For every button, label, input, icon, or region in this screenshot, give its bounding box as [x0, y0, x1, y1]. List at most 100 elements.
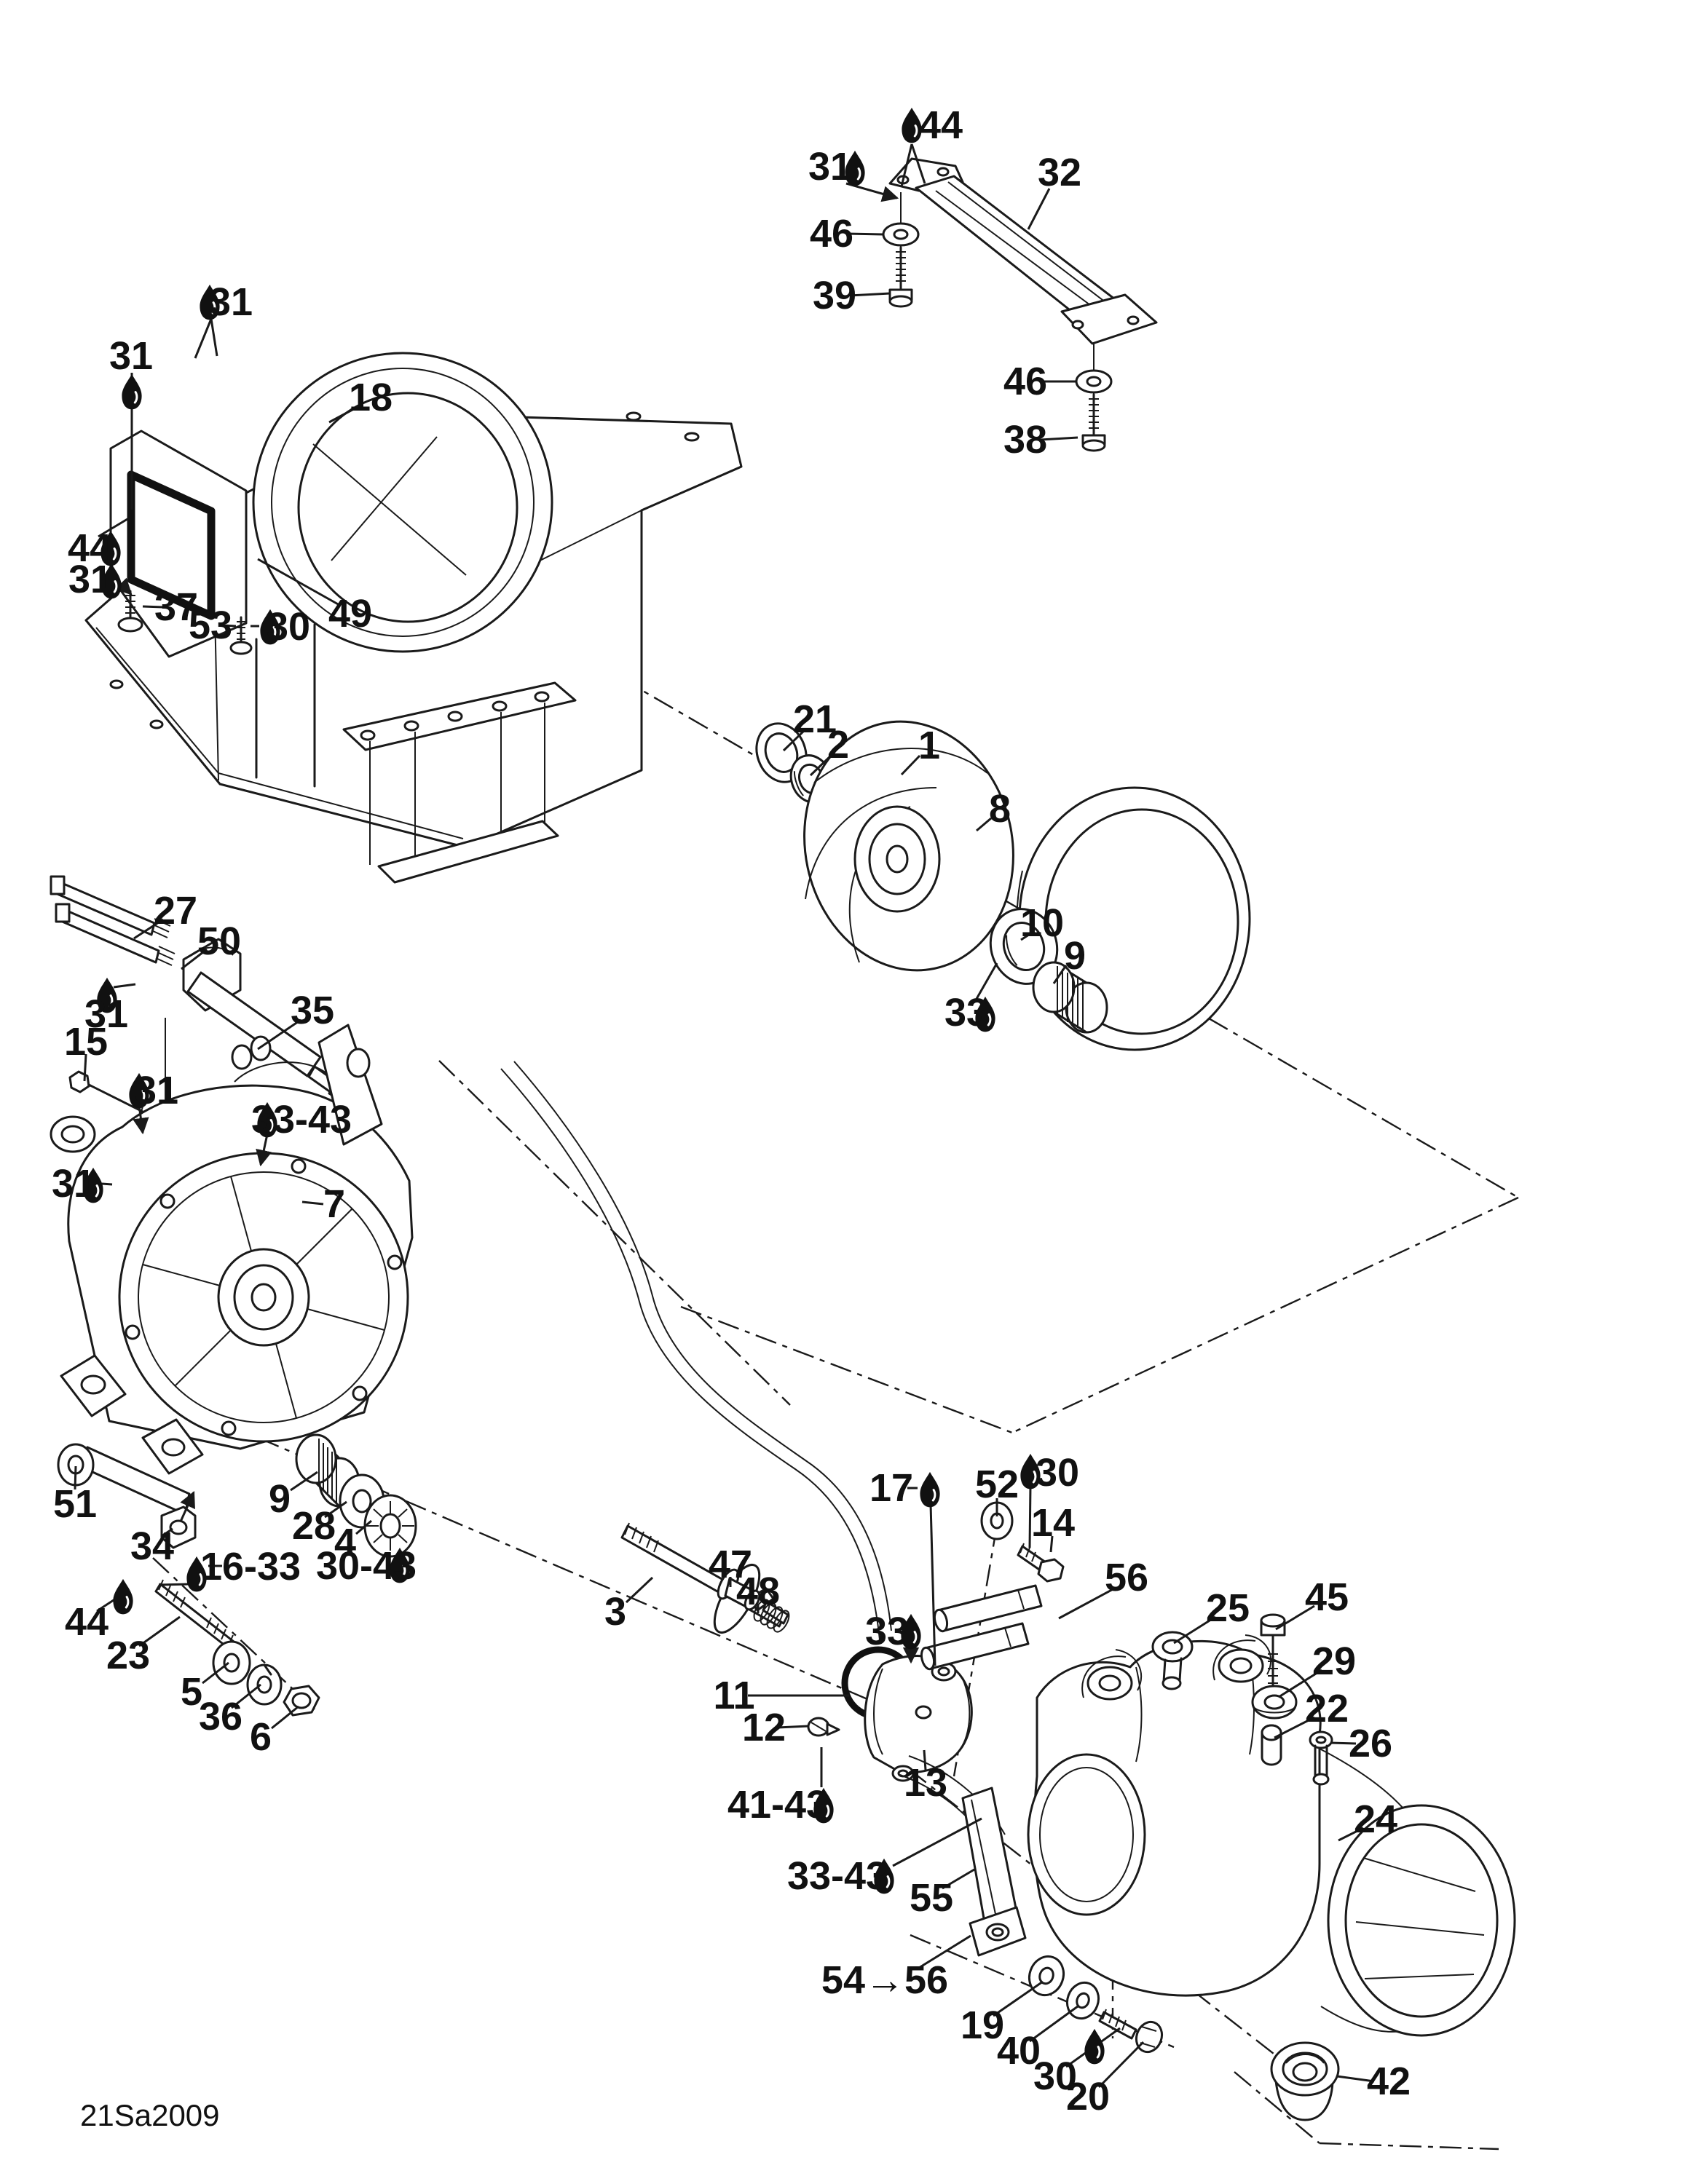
part-label-23: 23	[106, 1634, 150, 1677]
part-label-44: 44	[65, 1600, 109, 1644]
nut-6	[283, 1685, 320, 1717]
leader-line	[1173, 1615, 1216, 1645]
washer-46-lower	[1075, 369, 1113, 394]
leader-line	[782, 728, 807, 752]
leader-line	[223, 624, 237, 628]
leader-line	[301, 1200, 324, 1206]
leader-line	[918, 1934, 971, 1969]
leader-line	[1338, 1827, 1364, 1842]
part-label-46: 46	[810, 212, 853, 256]
part-label-39: 39	[813, 274, 856, 317]
part-label-8: 8	[989, 787, 1011, 831]
part-label-22: 22	[1305, 1687, 1349, 1730]
leader-line	[892, 1817, 982, 1867]
part-label-3: 3	[604, 1590, 626, 1634]
part-label-38: 38	[1003, 418, 1047, 462]
lock-washer-36	[246, 1663, 283, 1706]
part-label-5: 5	[181, 1670, 202, 1714]
leader-line	[194, 318, 213, 359]
cap-26	[1309, 1730, 1333, 1786]
part-label-56: 56	[1105, 1556, 1148, 1599]
steering-cable-curve	[500, 1061, 892, 1640]
coupler-47	[717, 1568, 761, 1611]
bolt-14	[1017, 1543, 1065, 1583]
leader-line	[777, 1725, 809, 1729]
leader-line	[257, 558, 340, 606]
bearing-4	[363, 1494, 417, 1558]
figure-code: 21Sa2009	[80, 2098, 220, 2132]
nut-34	[160, 1506, 197, 1549]
part-label-6: 6	[250, 1715, 272, 1759]
part-label-33: 33	[944, 991, 988, 1034]
grease-hoses-27	[50, 875, 175, 966]
part-label-26: 26	[1349, 1722, 1392, 1765]
part-label-15: 15	[64, 1020, 108, 1064]
impeller-stack-group	[755, 720, 1251, 1051]
screw-37	[117, 590, 143, 633]
screw-53	[229, 616, 253, 655]
leader-line	[181, 948, 208, 970]
part-label-34: 34	[130, 1524, 174, 1568]
leader-line	[1336, 2075, 1375, 2083]
leader-line	[138, 1615, 181, 1647]
leader-line	[900, 754, 921, 776]
part-label-40: 40	[997, 2029, 1041, 2073]
leader-line	[1029, 2005, 1078, 2043]
part-label-46: 46	[1003, 360, 1047, 403]
part-label-24: 24	[1354, 1797, 1397, 1841]
part-label-11: 11	[713, 1674, 754, 1717]
part-label-51: 51	[53, 1482, 97, 1526]
grommet-42	[1270, 2041, 1340, 2121]
part-label-2: 2	[827, 723, 849, 767]
leader-line	[975, 962, 998, 1000]
leader-line	[993, 1980, 1044, 2017]
bolt-20	[1098, 2009, 1164, 2054]
leader-line	[1330, 1741, 1357, 1745]
leader-line	[1274, 1716, 1315, 1739]
loctite-drop-icon	[120, 373, 143, 411]
leader-line	[133, 918, 164, 940]
rail-49	[342, 681, 577, 884]
part-label-44: 44	[68, 526, 111, 570]
leader-line	[942, 1868, 975, 1890]
part-label-10: 10	[1020, 901, 1064, 945]
leader-line	[74, 1465, 77, 1490]
part-label-20: 20	[1066, 2075, 1110, 2118]
leader-line	[1052, 965, 1068, 984]
spring-48	[753, 1599, 790, 1633]
part-label-35: 35	[291, 989, 334, 1032]
part-label-30: 30	[1033, 2054, 1077, 2098]
part-label-44: 44	[919, 103, 963, 147]
leader-line	[202, 1661, 229, 1685]
part-label-4: 4	[334, 1521, 356, 1564]
part-label-30-43: 30-43	[316, 1544, 417, 1588]
washer-46-upper	[882, 222, 920, 247]
o-rings-35	[231, 1035, 272, 1070]
leader-line	[1020, 930, 1034, 941]
nut-10	[989, 908, 1059, 985]
washer-52	[980, 1501, 1014, 1540]
leader-line	[83, 1053, 87, 1082]
part-label-47: 47	[709, 1543, 752, 1586]
support-brace-group	[882, 157, 1158, 452]
part-label-21: 21	[793, 697, 837, 741]
part-label-28: 28	[292, 1504, 336, 1548]
washer-5	[212, 1640, 251, 1685]
pump-housing-group	[50, 875, 417, 1717]
part-label-7: 7	[323, 1182, 345, 1226]
leader-line	[849, 292, 891, 297]
leader-line	[231, 1683, 261, 1709]
leader-line	[976, 817, 992, 832]
part-label-52: 52	[975, 1463, 1019, 1506]
part-label-14: 14	[1031, 1501, 1075, 1545]
pin-22	[1261, 1724, 1282, 1766]
part-label-48: 48	[736, 1570, 780, 1613]
part-label-31: 31	[109, 334, 153, 378]
part-label-31: 31	[808, 145, 852, 189]
needle-bearing-9-right	[1032, 961, 1108, 1034]
loctite-drop-icon	[1083, 2027, 1106, 2065]
leader-line	[355, 1519, 372, 1535]
part-label-31: 31	[84, 992, 128, 1036]
part-label-53: 53	[189, 604, 232, 647]
